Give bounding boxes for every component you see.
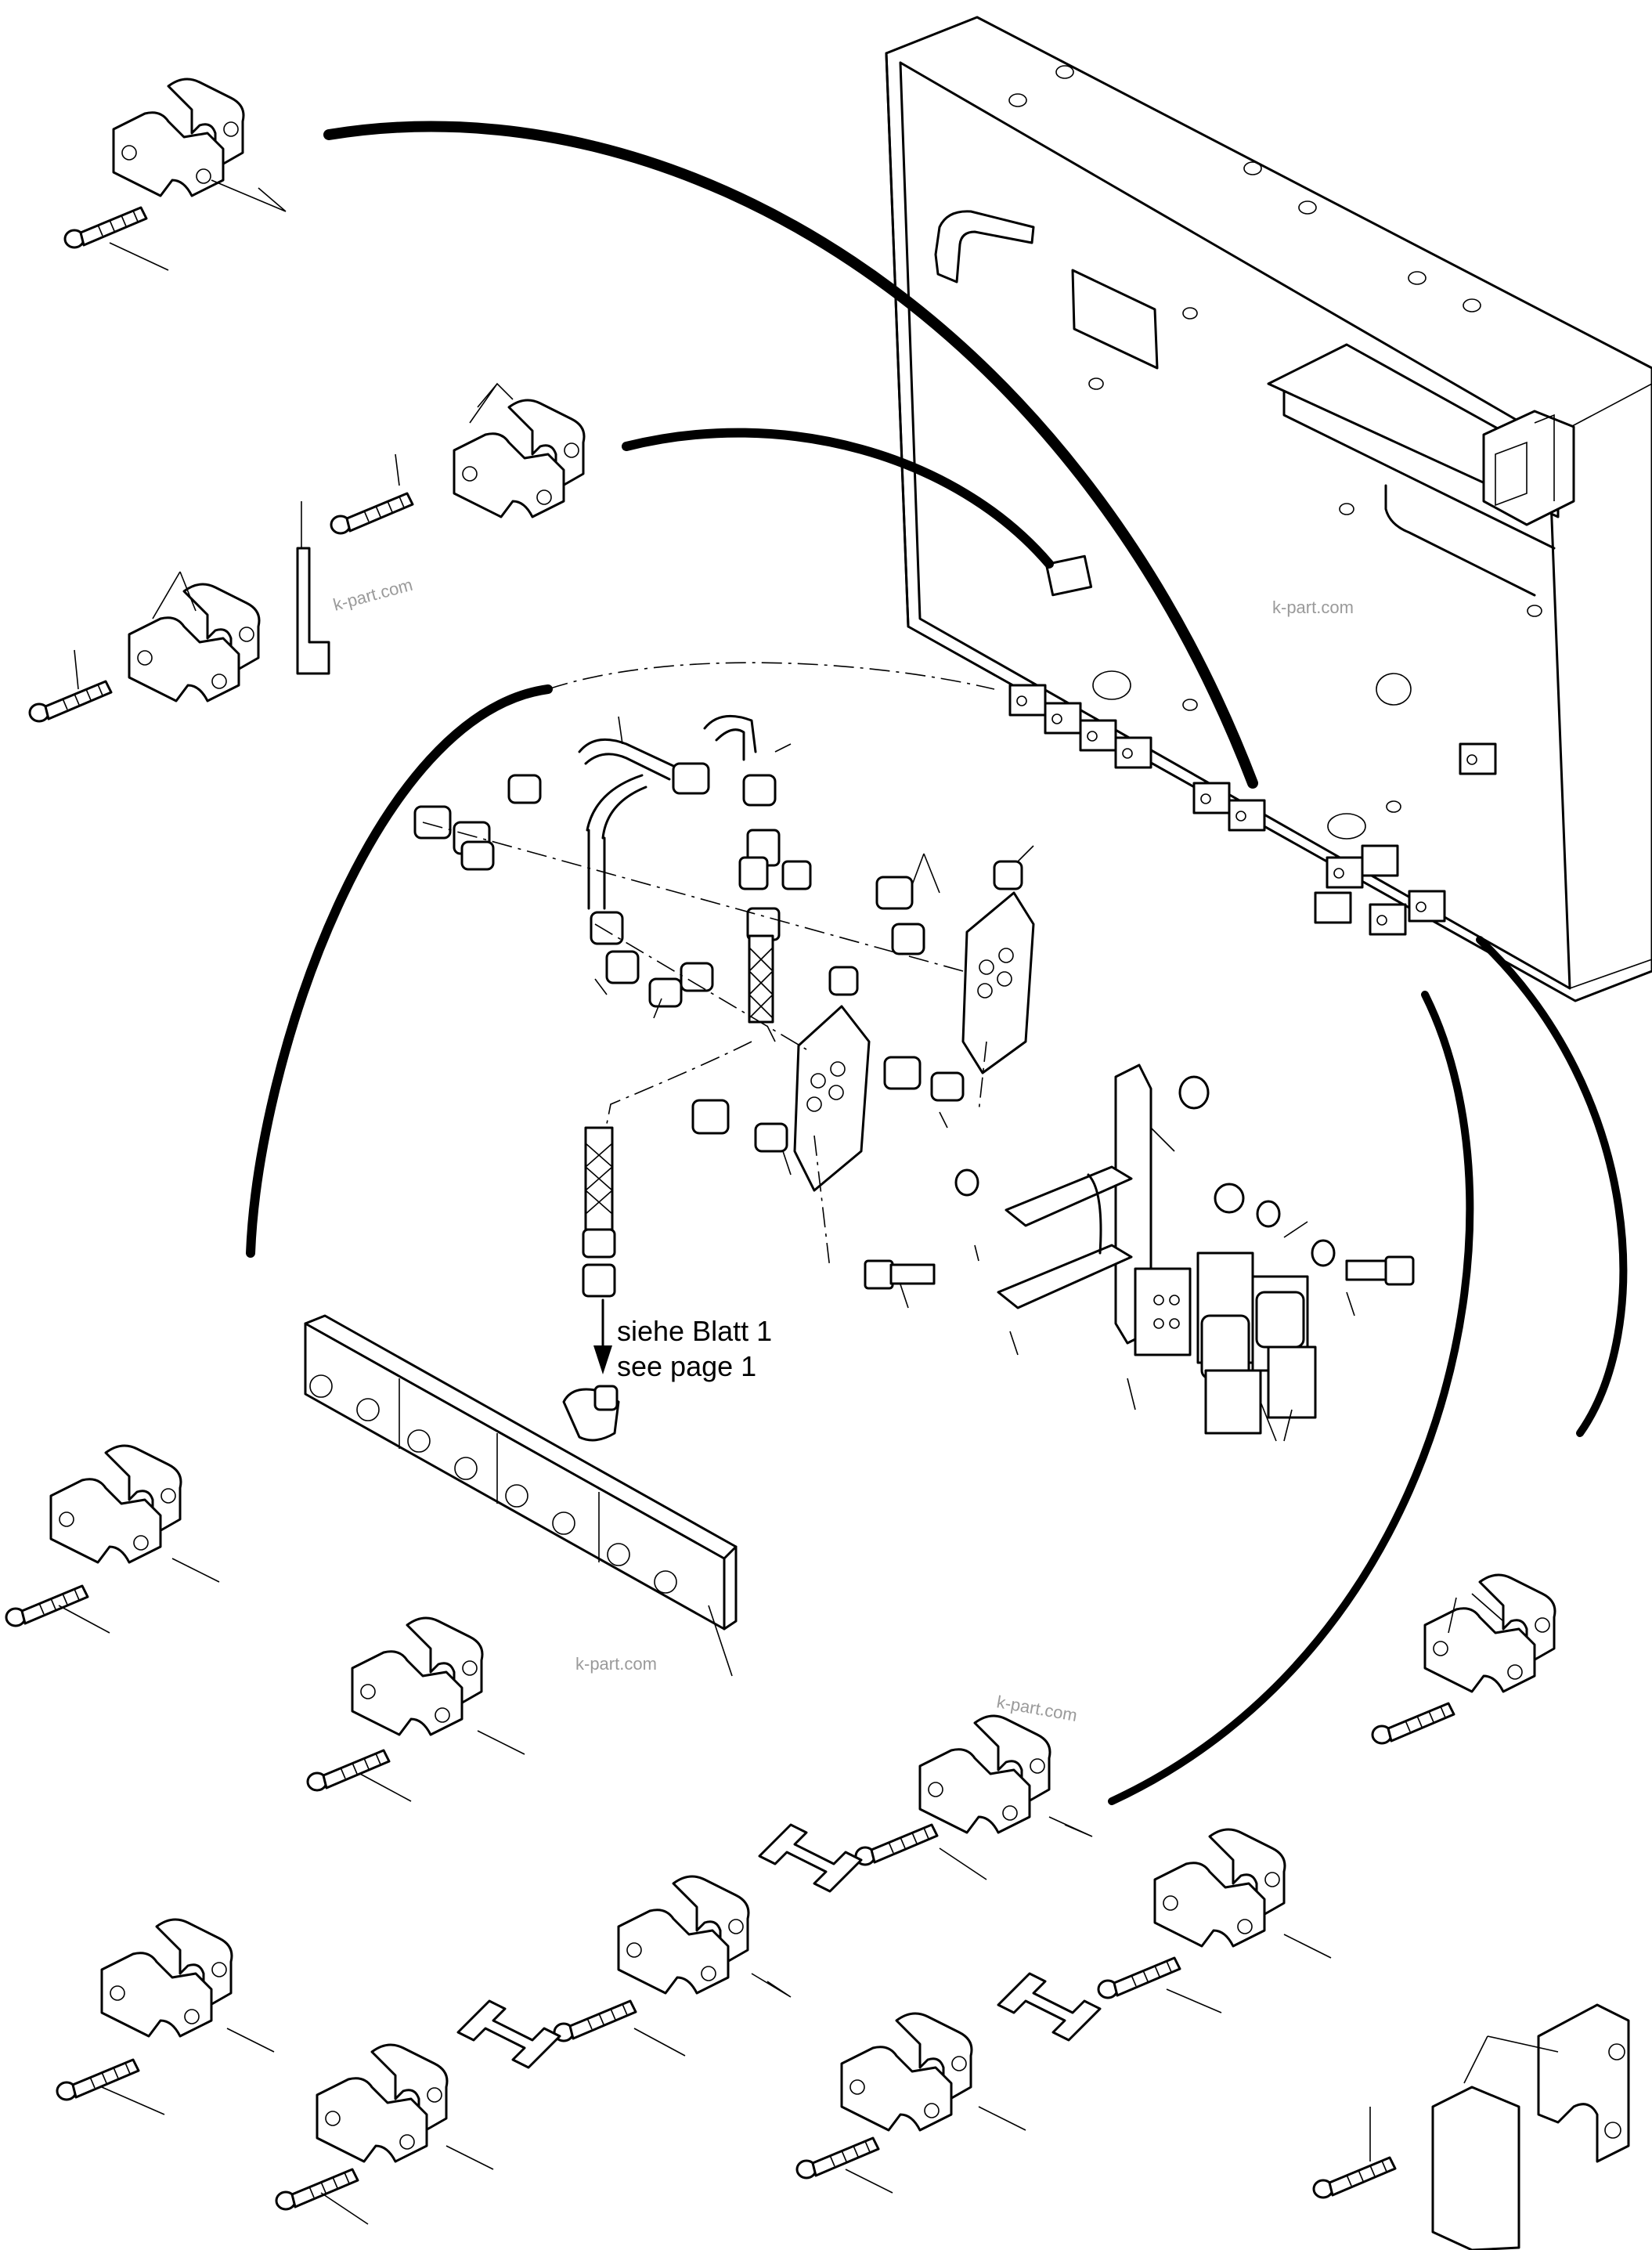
control-box-housing xyxy=(885,16,1652,1002)
hydraulic-fittings-group xyxy=(413,714,1035,1442)
note-line-de: siehe Blatt 1 xyxy=(617,1315,772,1347)
watermark-3: k-part.com xyxy=(575,1654,657,1674)
watermark-1: k-part.com xyxy=(331,575,415,615)
clamp-set-left-lower xyxy=(5,1444,525,1802)
clamp-set-bottom-right xyxy=(795,1573,1556,2194)
clamp-set-top-left xyxy=(63,78,287,271)
watermark-2: k-part.com xyxy=(1272,598,1354,617)
clamp-large xyxy=(1312,2003,1630,2250)
clamp-rail xyxy=(304,1314,738,1631)
reference-note: siehe Blatt 1 see page 1 xyxy=(617,1315,772,1382)
clamp-set-bottom-center xyxy=(56,1714,1093,2225)
note-line-en: see page 1 xyxy=(617,1350,756,1382)
valve-bracket-assembly xyxy=(864,1064,1415,1435)
assembly-arrows xyxy=(246,121,1628,1805)
clamp-set-left-upper xyxy=(28,382,586,723)
housing-clamp-row xyxy=(1008,554,1497,936)
fitting-leaders xyxy=(594,716,1355,1677)
